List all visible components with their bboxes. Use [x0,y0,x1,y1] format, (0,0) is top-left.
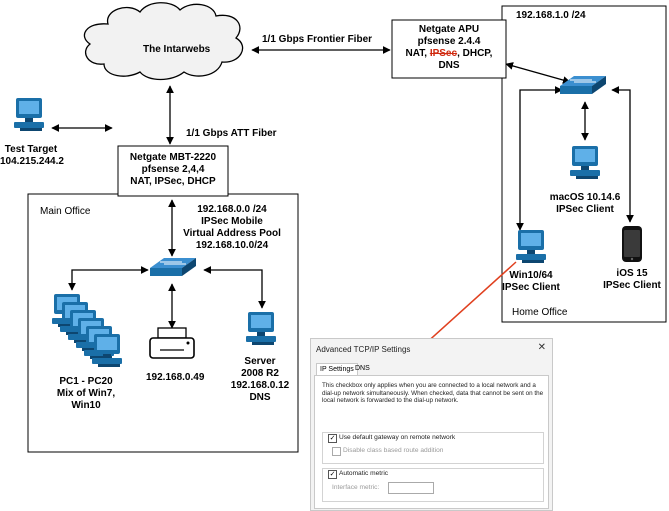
connection-lines [51,46,634,329]
pc-os-mix: Mix of Win7, [56,388,116,399]
gateway-group [322,432,544,464]
ios-client-label: iOS 15 IPSec Client [598,268,666,292]
main-router-name: Netgate MBT-2220 [129,152,217,163]
server-label: Server 2008 R2 192.168.0.12 DNS [222,356,298,404]
home-office-box [501,5,667,323]
printer-ip-label: 192.168.0.49 [146,372,205,383]
frontier-link-label: 1/1 Gbps Frontier Fiber [262,34,373,45]
vpn-pool-line1: IPSec Mobile [201,216,263,227]
ios-client-type: IPSec Client [603,280,661,291]
server-role: DNS [249,392,271,403]
pc-range: PC1 - PC20 [59,376,113,387]
home-subnet-label: 192.168.1.0 /24 [516,10,586,21]
disable-class-based-checkbox[interactable] [332,447,341,456]
home-router-services-suffix: , DHCP, [457,48,493,59]
test-target-pc-icon [14,98,44,131]
pc-stack-label: PC1 - PC20 Mix of Win7, Win10 [40,376,132,412]
mac-client-icon [570,146,600,179]
home-router-box [391,19,507,79]
home-switch-icon [559,75,607,95]
win10-client-os: Win10/64 [509,270,553,281]
disable-class-based-label: Disable class based route addition [343,447,444,454]
home-router-services-struck: IPSec [429,48,458,59]
main-router-box [117,145,229,197]
mac-client-os: macOS 10.14.6 [549,192,621,203]
automatic-metric-checkbox[interactable]: ✓ [328,470,337,479]
interface-metric-label: Interface metric: [332,484,380,491]
mac-client-label: macOS 10.14.6 IPSec Client [540,192,630,216]
use-default-gateway-checkbox[interactable]: ✓ [328,434,337,443]
main-router-version: pfsense 2,4,4 [141,164,205,175]
main-switch-icon [149,257,197,277]
test-target-label: Test Target 104.215.244.2 [0,144,64,168]
home-router-services-prefix: NAT, [405,48,428,59]
server-ip: 192.168.0.12 [230,380,290,391]
home-router-version: pfsense 2.4.4 [417,36,481,47]
server-os: 2008 R2 [241,368,279,379]
vpn-pool-line3: 192.168.10.0/24 [195,240,269,251]
ios-client-os: iOS 15 [616,268,648,279]
home-office-label: Home Office [512,307,568,318]
metric-group [322,468,544,502]
home-router-services-line2: DNS [438,60,460,71]
advanced-tcpip-dialog: Advanced TCP/IP Settings ✕ IP Settings D… [310,338,553,511]
cloud-label: The Intarwebs [143,44,211,55]
dialog-body: This checkbox only applies when you are … [314,375,549,509]
server-name: Server [244,356,276,367]
home-router-services: NAT, IPSec, DHCP, [393,48,505,60]
dialog-close-icon[interactable]: ✕ [537,342,546,353]
vpn-pool-line2: Virtual Address Pool [183,228,281,239]
pc-stack-icon [52,294,122,367]
iphone-icon [622,226,642,262]
home-router-name: Netgate APU [418,24,480,35]
test-target-name: Test Target [4,144,58,155]
test-target-ip: 104.215.244.2 [0,156,64,167]
main-router-services: NAT, IPSec, DHCP [130,176,216,187]
mac-client-type: IPSec Client [556,204,614,215]
win10-client-icon [516,230,546,263]
main-subnet: 192.168.0.0 /24 [197,204,267,215]
server-icon [246,312,276,345]
tab-ip-settings[interactable]: IP Settings [316,363,358,375]
main-office-label: Main Office [40,206,91,217]
home-router-label: Netgate APU pfsense 2.4.4 NAT, IPSec, DH… [393,24,505,72]
internet-cloud-icon [83,2,244,81]
main-subnet-label: 192.168.0.0 /24 IPSec Mobile Virtual Add… [176,204,288,252]
att-link-label: 1/1 Gbps ATT Fiber [186,128,277,139]
main-router-label: Netgate MBT-2220 pfsense 2,4,4 NAT, IPSe… [119,152,227,188]
tab-dns[interactable]: DNS [355,365,370,372]
win10-client-label: Win10/64 IPSec Client [496,270,566,294]
interface-metric-input[interactable] [388,482,434,494]
dialog-title: Advanced TCP/IP Settings [316,345,411,354]
use-default-gateway-label: Use default gateway on remote network [339,434,456,441]
printer-icon [149,327,195,359]
automatic-metric-label: Automatic metric [339,470,389,477]
win10-client-type: IPSec Client [502,282,560,293]
dialog-description: This checkbox only applies when you are … [322,382,544,405]
pc-os-mix-2: Win10 [71,400,101,411]
